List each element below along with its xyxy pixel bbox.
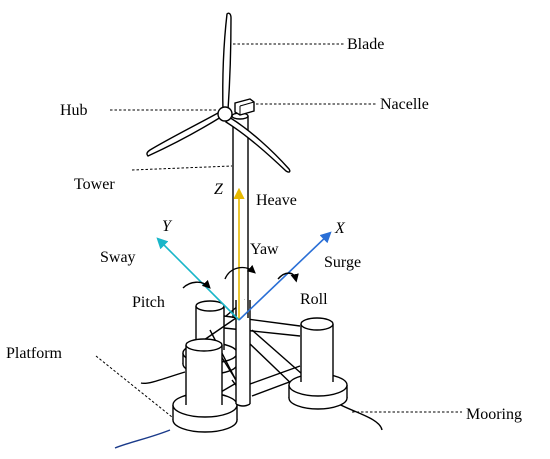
pitch-arrow (182, 279, 211, 289)
mooring-label: Mooring (466, 406, 522, 423)
pitch-label: Pitch (132, 294, 165, 311)
nacelle (234, 98, 255, 116)
yaw-label: Yaw (250, 241, 279, 258)
y-axis-label: Y (162, 218, 173, 235)
x-axis-arrow (238, 231, 332, 321)
hub-label: Hub (60, 102, 88, 119)
tower-label: Tower (74, 176, 115, 193)
x-axis-label: X (334, 220, 346, 237)
tower (231, 112, 249, 318)
blade-label: Blade (347, 36, 384, 53)
y-axis-arrow (156, 237, 240, 321)
heave-label: Heave (256, 192, 297, 209)
sway-label: Sway (100, 249, 136, 266)
z-axis-label: Z (214, 181, 224, 198)
platform (172, 299, 348, 433)
yaw-arrow (224, 264, 256, 280)
labels: Blade Hub Nacelle Tower Heave Sway Yaw S… (6, 36, 522, 423)
platform-label: Platform (6, 345, 63, 362)
rotation-arrows (182, 264, 299, 289)
leader-lines (95, 43, 462, 418)
roll-arrow (277, 272, 299, 283)
rotor-blades (146, 12, 291, 173)
surge-label: Surge (324, 254, 361, 271)
nacelle-label: Nacelle (380, 96, 429, 113)
roll-label: Roll (300, 291, 328, 308)
hub (217, 106, 233, 122)
axes (156, 187, 332, 321)
